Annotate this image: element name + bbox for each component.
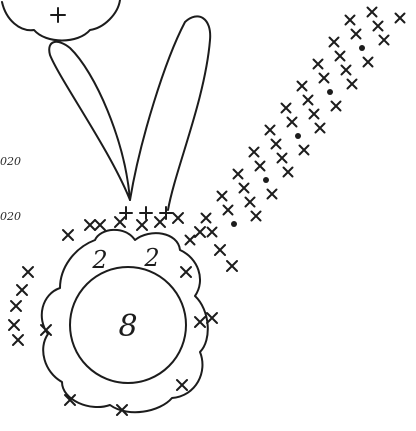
sc-plus <box>160 207 172 219</box>
stem-cross <box>396 14 405 23</box>
margin-note-lower: 020 <box>0 210 21 223</box>
sc-cross <box>95 220 105 230</box>
stem-cross <box>298 82 307 91</box>
sc-cross <box>13 335 23 345</box>
stem-cross <box>250 148 259 157</box>
sc-cross <box>137 220 147 230</box>
stem-cross <box>364 58 373 67</box>
stem-cross <box>304 96 313 105</box>
stem-dot <box>295 133 301 139</box>
stem-cross <box>320 74 329 83</box>
stem-cross <box>272 140 281 149</box>
sc-plus <box>120 207 132 219</box>
sc-cross <box>215 245 225 255</box>
stem-cross <box>380 36 389 45</box>
sc-cross <box>181 267 191 277</box>
stem-cross <box>218 192 227 201</box>
sc-cross <box>17 285 27 295</box>
top-flower-outline <box>2 0 120 41</box>
stem-dot <box>263 177 269 183</box>
stem-dot <box>327 89 333 95</box>
stem-cross <box>288 118 297 127</box>
sc-cross <box>85 220 95 230</box>
stem-dot <box>359 45 365 51</box>
stem-cross <box>202 214 211 223</box>
stem-cross <box>284 168 293 177</box>
sc-cross <box>11 301 21 311</box>
sc-cross <box>9 320 19 330</box>
stem-cross <box>278 154 287 163</box>
stem-cross <box>266 126 275 135</box>
stem-cross <box>186 236 195 245</box>
stem-cross <box>348 80 357 89</box>
stem-cross <box>374 22 383 31</box>
stem-cross <box>310 110 319 119</box>
stem-cross <box>352 30 361 39</box>
stem-cross <box>368 8 377 17</box>
stem-cross <box>268 190 277 199</box>
sc-cross <box>207 313 217 323</box>
sc-cross <box>155 217 165 227</box>
left-petal-loop <box>49 42 130 200</box>
top-flower-sc-mark <box>51 8 65 22</box>
stem-cross <box>314 60 323 69</box>
stem-cross <box>332 102 341 111</box>
ring-label-right: 2 <box>143 244 159 272</box>
stem-cross <box>208 228 217 237</box>
center-label: 8 <box>118 309 137 344</box>
stem-cross <box>256 162 265 171</box>
stem-cross <box>336 52 345 61</box>
ring-label-left: 2 <box>91 246 107 274</box>
stem-cross <box>282 104 291 113</box>
sc-cross <box>195 227 205 237</box>
margin-note-upper: 020 <box>0 155 21 168</box>
sc-cross <box>173 213 183 223</box>
stem-cross <box>300 146 309 155</box>
stem-cross <box>346 16 355 25</box>
stem-stitches <box>186 8 405 245</box>
right-petal-loop <box>130 16 210 210</box>
sc-cross <box>41 325 51 335</box>
sc-cross <box>177 380 187 390</box>
sc-plus <box>140 207 152 219</box>
stem-cross <box>342 66 351 75</box>
stem-cross <box>252 212 261 221</box>
stem-cross <box>224 206 233 215</box>
sc-cross <box>23 267 33 277</box>
stem-dot <box>231 221 237 227</box>
stem-cross <box>240 184 249 193</box>
sc-cross <box>195 317 205 327</box>
sc-cross <box>115 217 125 227</box>
stem-cross <box>234 170 243 179</box>
sc-cross <box>63 230 73 240</box>
sc-cross <box>227 261 237 271</box>
stem-cross <box>316 124 325 133</box>
stem-cross <box>330 38 339 47</box>
stem-cross <box>246 198 255 207</box>
